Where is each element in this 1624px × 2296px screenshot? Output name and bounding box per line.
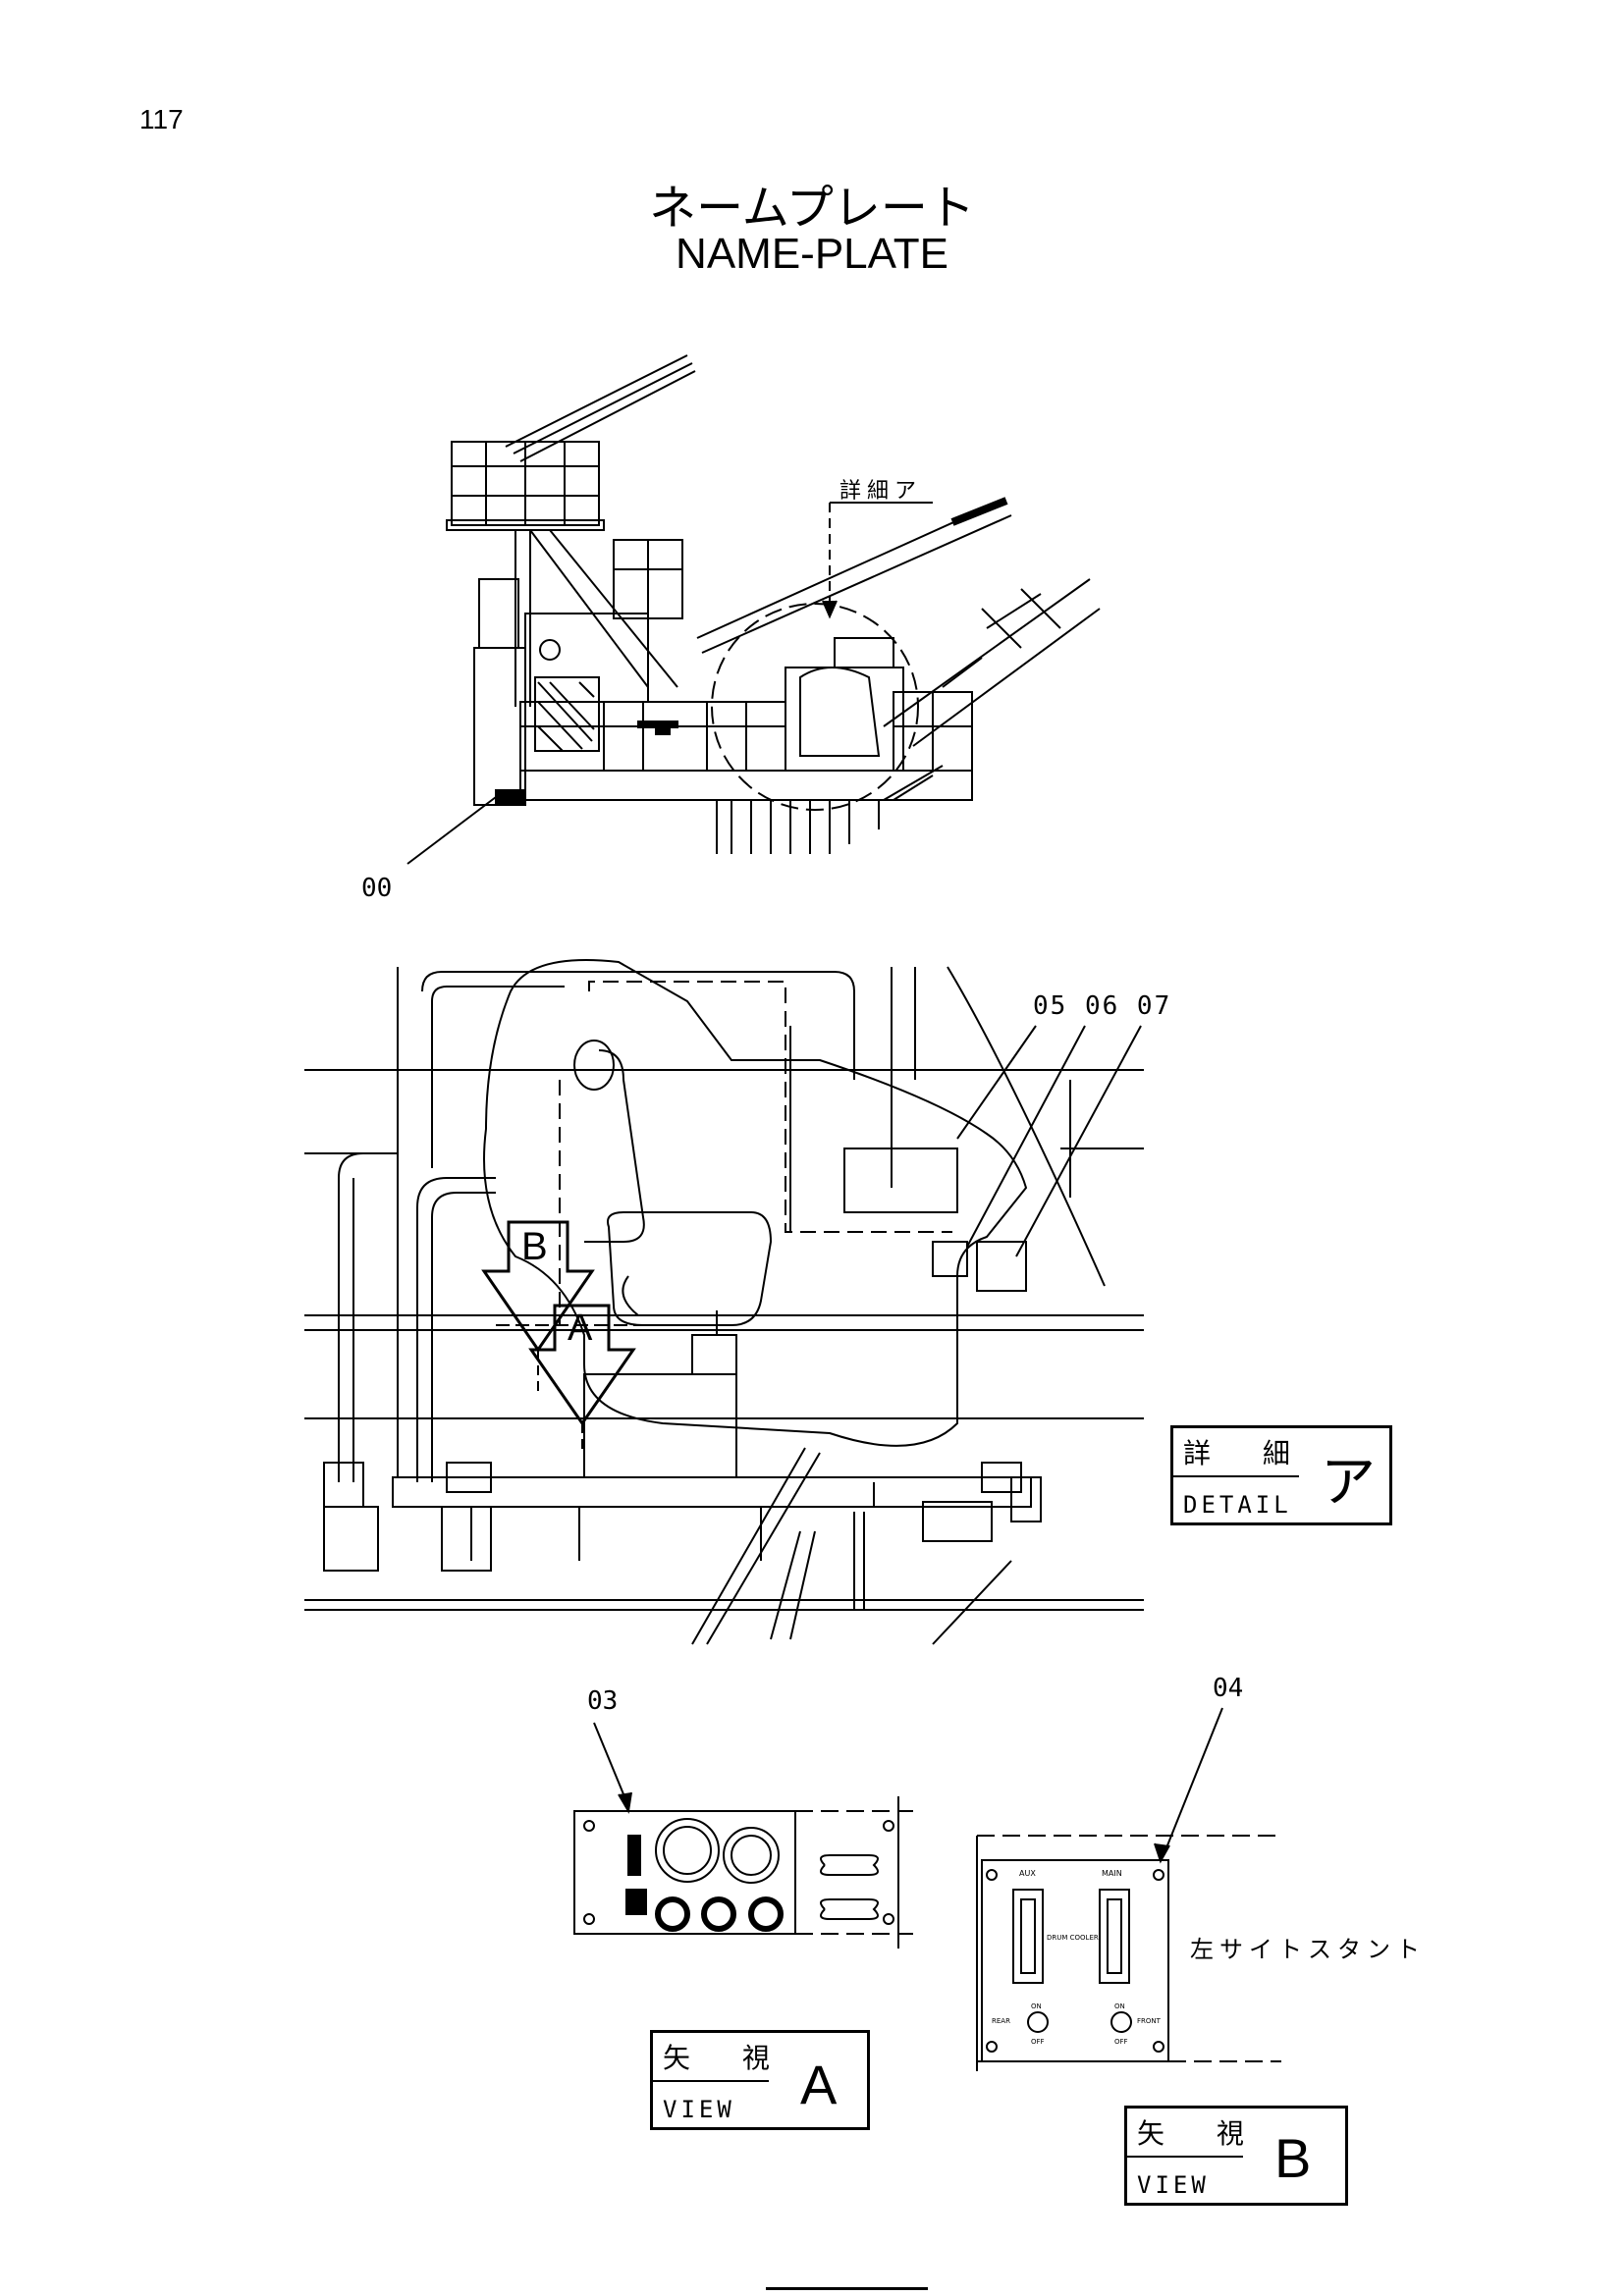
panel-b-right-off-label: OFF xyxy=(1114,2038,1128,2046)
callout-00: 00 xyxy=(361,874,393,903)
panel-b-front-label: FRONT xyxy=(1137,2017,1161,2025)
page-title-english: NAME-PLATE xyxy=(676,230,948,278)
view-a-box-mark: A xyxy=(800,2054,838,2115)
view-a-box: 矢 視 VIEW A xyxy=(650,2030,870,2130)
panel-b-left-off-label: OFF xyxy=(1031,2038,1045,2046)
detail-box-mark: ア xyxy=(1321,1451,1376,1515)
detail-marker-label: 詳細ア xyxy=(839,479,923,504)
callout-05-06-07: 05 06 07 xyxy=(1033,991,1172,1021)
view-b-box-mark: B xyxy=(1274,2127,1312,2189)
panel-b-left-on-label: ON xyxy=(1031,2002,1042,2010)
panel-b-main-label: MAIN xyxy=(1102,1869,1122,1878)
page-title-japanese: ネームプレート xyxy=(649,181,975,236)
detail-box-jp: 詳 細 xyxy=(1183,1437,1312,1469)
view-b-box-en: VIEW xyxy=(1137,2171,1210,2199)
panel-b-right-on-label: ON xyxy=(1114,2002,1125,2010)
page-number: 117 xyxy=(139,104,184,134)
panel-b-drum-cooler-label: DRUM COOLER xyxy=(1047,1934,1099,1942)
panel-b-rear-label: REAR xyxy=(992,2017,1010,2025)
callout-04: 04 xyxy=(1213,1674,1244,1703)
callout-03: 03 xyxy=(587,1686,619,1716)
view-arrow-a-label: A xyxy=(568,1308,593,1349)
page-bottom-rule xyxy=(766,2287,928,2290)
side-stand-label: 左サイトスタント xyxy=(1190,1936,1426,1963)
detail-box: 詳 細 DETAIL ア xyxy=(1170,1425,1392,1525)
panel-b-aux-label: AUX xyxy=(1019,1869,1036,1878)
view-a-box-jp: 矢 視 xyxy=(663,2042,791,2074)
view-a-box-en: VIEW xyxy=(663,2096,735,2123)
view-b-box: 矢 視 VIEW B xyxy=(1124,2106,1348,2206)
view-arrow-b-label: B xyxy=(521,1225,548,1268)
view-b-box-jp: 矢 視 xyxy=(1137,2117,1266,2150)
detail-box-en: DETAIL xyxy=(1183,1491,1292,1519)
